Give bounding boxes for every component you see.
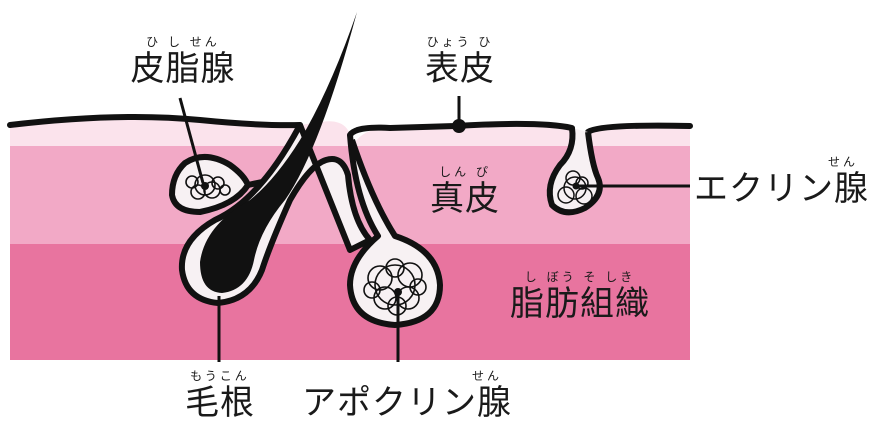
label-eccrine-gland-reading: せん <box>827 155 858 169</box>
label-sebaceous-gland-text: 皮脂腺 <box>130 49 236 89</box>
label-apocrine-gland-reading: せん <box>471 369 502 383</box>
leader-lines <box>178 96 690 362</box>
epidermis-marker-dot <box>452 119 466 133</box>
sebaceous-gland-coil <box>185 174 231 200</box>
sebaceous-gland-dot <box>201 182 209 190</box>
label-adipose-tissue-text: 脂肪組織 <box>510 284 650 324</box>
label-sebaceous-gland-reading: ひ し せん <box>146 35 220 49</box>
skin-surface-line <box>7 113 303 129</box>
label-adipose-tissue: し ぼう そ しき 脂肪組織 <box>495 271 665 321</box>
leader-sebaceous <box>178 97 205 184</box>
label-apocrine-gland-text: アポクリン腺 <box>302 383 512 423</box>
skin-surface-line-right <box>585 122 693 135</box>
label-dermis-text: 真皮 <box>430 179 500 219</box>
label-eccrine-gland-text: エクリン腺 <box>694 169 869 209</box>
label-apocrine-gland: せん アポクリン腺 <box>292 370 512 420</box>
subcutis-layer <box>10 244 690 360</box>
label-epidermis: ひょう ひ 表皮 <box>410 36 510 86</box>
sebaceous-gland <box>169 154 251 215</box>
label-eccrine-gland: せん エクリン腺 <box>694 156 868 206</box>
label-epidermis-reading: ひょう ひ <box>426 35 494 49</box>
eccrine-gland <box>546 127 603 216</box>
label-epidermis-text: 表皮 <box>425 49 495 89</box>
label-dermis: しん ぴ 真皮 <box>420 166 510 216</box>
label-hair-root: もうこん 毛根 <box>170 370 270 420</box>
label-adipose-tissue-reading: し ぼう そ しき <box>524 270 636 284</box>
label-hair-root-reading: もうこん <box>190 369 250 383</box>
eccrine-gland-dot <box>572 182 580 190</box>
hair-root <box>200 12 357 293</box>
label-sebaceous-gland: ひ し せん 皮脂腺 <box>118 36 248 86</box>
label-hair-root-text: 毛根 <box>185 383 255 423</box>
label-dermis-reading: しん ぴ <box>439 165 491 179</box>
apocrine-duct <box>347 134 443 328</box>
sebaceous-gland-duct <box>247 179 263 188</box>
